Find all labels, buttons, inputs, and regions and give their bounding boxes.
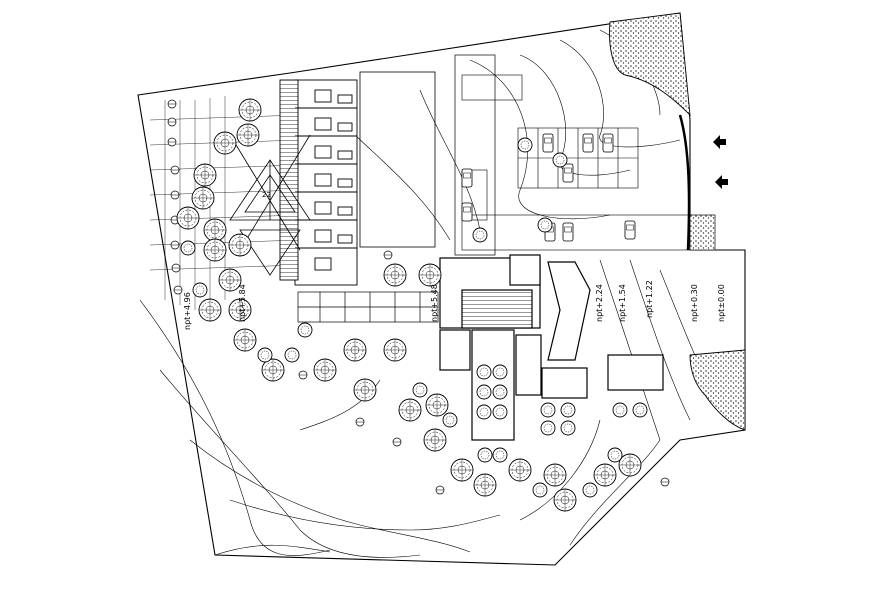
level-label: npt+1.54 [618,284,627,322]
planter-southeast [689,349,746,431]
townhouse-block [279,79,358,286]
pavilion [229,134,311,276]
walkway [297,291,439,323]
upper-lot-2 [461,74,523,101]
entrance-arrows [713,135,728,189]
level-label: npt+5.84 [238,284,247,322]
level-label: npt+5.48 [430,284,439,322]
level-label: npt+1.22 [645,280,654,318]
room-tag: 22 [262,191,271,199]
level-label: npt+2.24 [595,284,604,322]
level-label: npt+4.96 [183,292,192,330]
upper-lot [454,54,496,256]
level-labels: npt+4.96 npt+5.84 npt+5.48 npt+2.24 npt+… [183,280,726,330]
lawn-plot [359,71,436,248]
central-complex [439,254,664,441]
level-label: npt±0.00 [717,284,726,322]
level-label: npt+0.30 [690,284,699,322]
retaining-wall-east [678,114,691,251]
planter-east [689,214,716,251]
planter-northeast [609,12,691,117]
